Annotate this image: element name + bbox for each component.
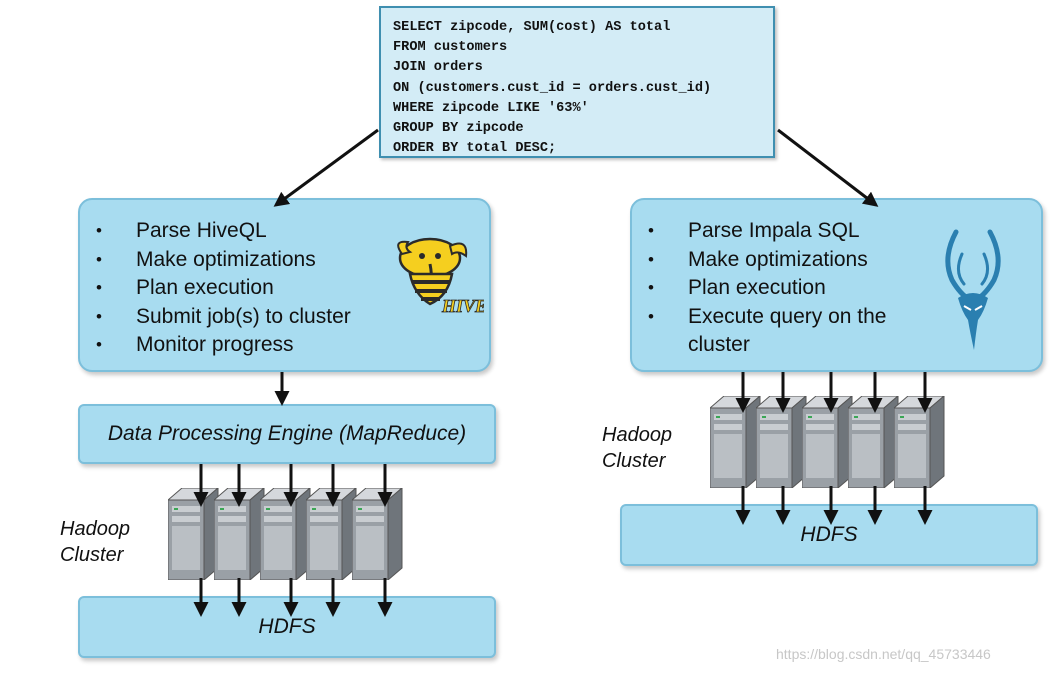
bullet-icon: • xyxy=(96,221,102,240)
hive-step-label: Make optimizations xyxy=(136,247,316,271)
impala-step: • Make optimizations xyxy=(648,246,928,275)
hive-step-label: Submit job(s) to cluster xyxy=(136,304,351,328)
bullet-icon: • xyxy=(648,278,654,297)
server-icon xyxy=(352,488,403,580)
sql-line: JOIN orders xyxy=(393,60,483,76)
server-icon xyxy=(894,396,945,488)
hive-step-label: Monitor progress xyxy=(136,333,294,356)
impala-step: • Execute query on the cluster xyxy=(648,303,928,360)
sql-query-box: SELECT zipcode, SUM(cost) AS total FROM … xyxy=(379,6,775,158)
watermark: https://blog.csdn.net/qq_45733446 xyxy=(776,646,991,662)
impala-step: • Plan execution xyxy=(648,274,928,303)
bullet-icon: • xyxy=(96,306,102,326)
hive-logo-text: HIVE xyxy=(441,296,484,316)
sql-line: ON (customers.cust_id = orders.cust_id) xyxy=(393,80,712,96)
bullet-icon: • xyxy=(648,221,654,240)
hive-step: • Submit job(s) to cluster xyxy=(96,303,351,332)
hive-server-rack-group xyxy=(168,488,408,580)
server-icon xyxy=(260,488,311,580)
server-icon xyxy=(848,396,899,488)
hive-steps-list: • Parse HiveQL • Make optimizations • Plan … xyxy=(96,217,351,360)
impala-logo-icon xyxy=(945,229,1001,350)
bullet-icon: • xyxy=(96,249,102,269)
server-icon xyxy=(710,396,761,488)
hive-step: • Parse HiveQL xyxy=(96,217,351,246)
impala-step-label: Execute query on the cluster xyxy=(688,304,887,357)
impala-step-label: Parse Impala SQL xyxy=(688,219,860,242)
server-icon xyxy=(802,396,853,488)
impala-hdfs-bar: HDFS xyxy=(620,504,1038,566)
sql-line: FROM customers xyxy=(393,40,508,56)
data-processing-engine-bar: Data Processing Engine (MapReduce) xyxy=(78,404,496,464)
impala-step-label: Make optimizations xyxy=(688,247,868,271)
hive-step: • Plan execution xyxy=(96,274,351,303)
hive-cluster-label: Hadoop Cluster xyxy=(60,518,131,566)
impala-steps-list: • Parse Impala SQL • Make optimizations • P… xyxy=(648,217,928,360)
hdfs-label: HDFS xyxy=(800,523,858,546)
sql-line: ORDER BY total DESC; xyxy=(393,141,557,157)
arrow-sql-to-hive xyxy=(273,128,379,207)
server-icon xyxy=(168,488,219,580)
hive-step: • Make optimizations xyxy=(96,246,351,275)
bullet-icon: • xyxy=(648,306,654,326)
hive-step: • Monitor progress xyxy=(96,331,351,360)
hdfs-label: HDFS xyxy=(258,615,316,638)
bullet-icon: • xyxy=(96,335,102,354)
impala-step-label: Plan execution xyxy=(688,276,826,299)
impala-server-rack-group xyxy=(710,396,950,488)
hive-logo-icon: HIVE xyxy=(397,237,484,316)
server-icon xyxy=(756,396,807,488)
engine-label: Data Processing Engine (MapReduce) xyxy=(107,422,467,445)
impala-step: • Parse Impala SQL xyxy=(648,217,928,246)
hive-step-label: Plan execution xyxy=(136,276,274,299)
hive-hdfs-bar: HDFS xyxy=(78,596,496,658)
server-icon xyxy=(306,488,357,580)
bullet-icon: • xyxy=(648,249,654,269)
sql-line: SELECT zipcode, SUM(cost) AS total xyxy=(393,20,671,35)
server-icon xyxy=(214,488,265,580)
bullet-icon: • xyxy=(96,278,102,297)
hive-step-label: Parse HiveQL xyxy=(136,219,267,242)
sql-line: WHERE zipcode LIKE '63%' xyxy=(393,100,589,116)
arrow-sql-to-impala xyxy=(777,128,879,207)
impala-cluster-label: Hadoop Cluster xyxy=(602,424,673,472)
sql-line: GROUP BY zipcode xyxy=(393,121,524,137)
